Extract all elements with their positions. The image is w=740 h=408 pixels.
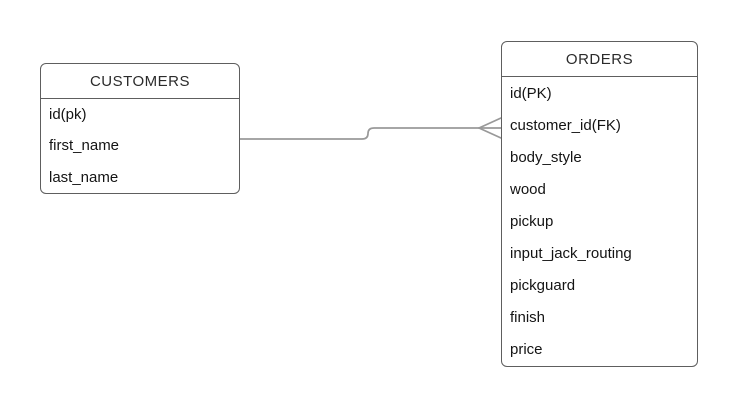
- field-row-customer-id-fk[interactable]: customer_id(FK): [510, 116, 621, 134]
- field-row-last-name[interactable]: last_name: [49, 168, 119, 186]
- field-row-first-name[interactable]: first_name: [49, 137, 120, 155]
- crow-foot-many-icon: [478, 117, 502, 139]
- field-row-finish[interactable]: finish: [510, 309, 546, 327]
- entity-customers[interactable]: CUSTOMERS id(pk) first_name last_name: [40, 63, 240, 194]
- entity-customers-title[interactable]: CUSTOMERS: [41, 64, 239, 99]
- entity-customers-fields: id(pk) first_name last_name: [41, 99, 239, 193]
- field-row-id-pk[interactable]: id(PK): [510, 84, 552, 102]
- connector-line[interactable]: [239, 127, 480, 140]
- field-row-body-style[interactable]: body_style: [510, 148, 582, 166]
- field-row-id-pk[interactable]: id(pk): [49, 106, 87, 124]
- entity-orders-fields: id(PK) customer_id(FK) body_style wood p…: [502, 77, 697, 366]
- field-row-input-jack-routing[interactable]: input_jack_routing: [510, 245, 632, 263]
- field-row-pickguard[interactable]: pickguard: [510, 277, 576, 295]
- field-row-pickup[interactable]: pickup: [510, 212, 554, 230]
- field-row-wood[interactable]: wood: [510, 180, 546, 198]
- entity-orders[interactable]: ORDERS id(PK) customer_id(FK) body_style…: [501, 41, 698, 367]
- entity-orders-title[interactable]: ORDERS: [502, 42, 697, 77]
- field-row-price[interactable]: price: [510, 341, 543, 359]
